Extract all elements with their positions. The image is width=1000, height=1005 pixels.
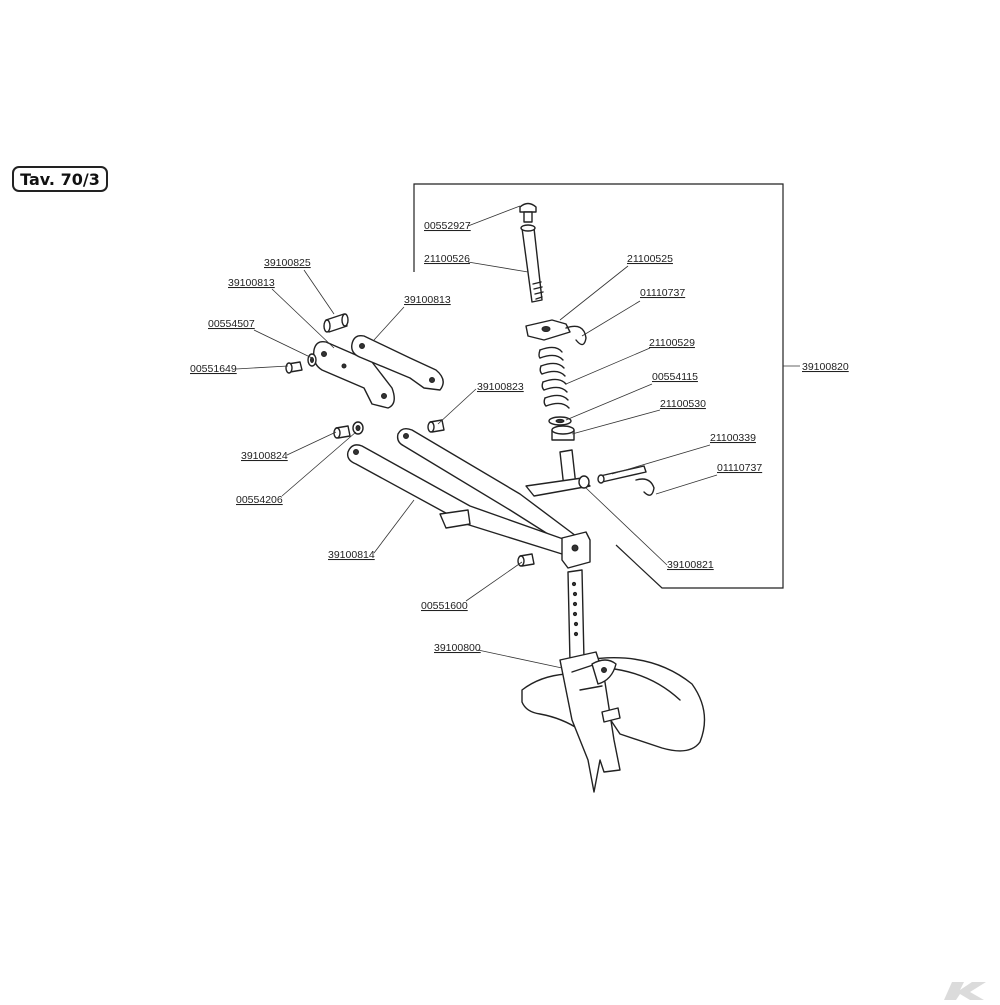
part-label-39100813-a: 39100813 [228,277,275,289]
part-label-39100824: 39100824 [241,450,288,462]
part-label-00551649: 00551649 [190,363,237,375]
spring-assembly [519,202,655,497]
part-label-39100814: 39100814 [328,549,375,561]
lower-arm [333,419,591,569]
part-label-01110737-a: 01110737 [640,287,685,299]
part-labels: 00552927 21100526 21100525 01110737 2110… [190,220,849,654]
assembly-frame [413,183,784,589]
part-label-39100825: 39100825 [264,257,311,269]
part-label-21100525: 21100525 [627,253,673,265]
part-label-00552927: 00552927 [424,220,471,232]
part-label-00554206: 00554206 [236,494,283,506]
plate-title: Tav. 70/3 [12,166,108,192]
part-label-00551600: 00551600 [421,600,468,612]
part-label-39100820: 39100820 [802,361,849,373]
upper-links [285,313,444,409]
part-label-39100800: 39100800 [434,642,481,654]
part-label-21100526: 21100526 [424,253,470,265]
leader-lines [235,205,800,669]
watermark-logo [944,982,986,1000]
part-label-39100823: 39100823 [477,381,524,393]
part-label-39100813-b: 39100813 [404,294,451,306]
part-label-21100339: 21100339 [710,432,756,444]
part-label-39100821: 39100821 [667,559,714,571]
ridger-body [521,569,706,793]
part-label-21100530: 21100530 [660,398,706,410]
part-label-00554507: 00554507 [208,318,255,330]
part-label-01110737-b: 01110737 [717,462,762,474]
part-label-21100529: 21100529 [649,337,695,349]
part-label-00554115: 00554115 [652,371,698,383]
